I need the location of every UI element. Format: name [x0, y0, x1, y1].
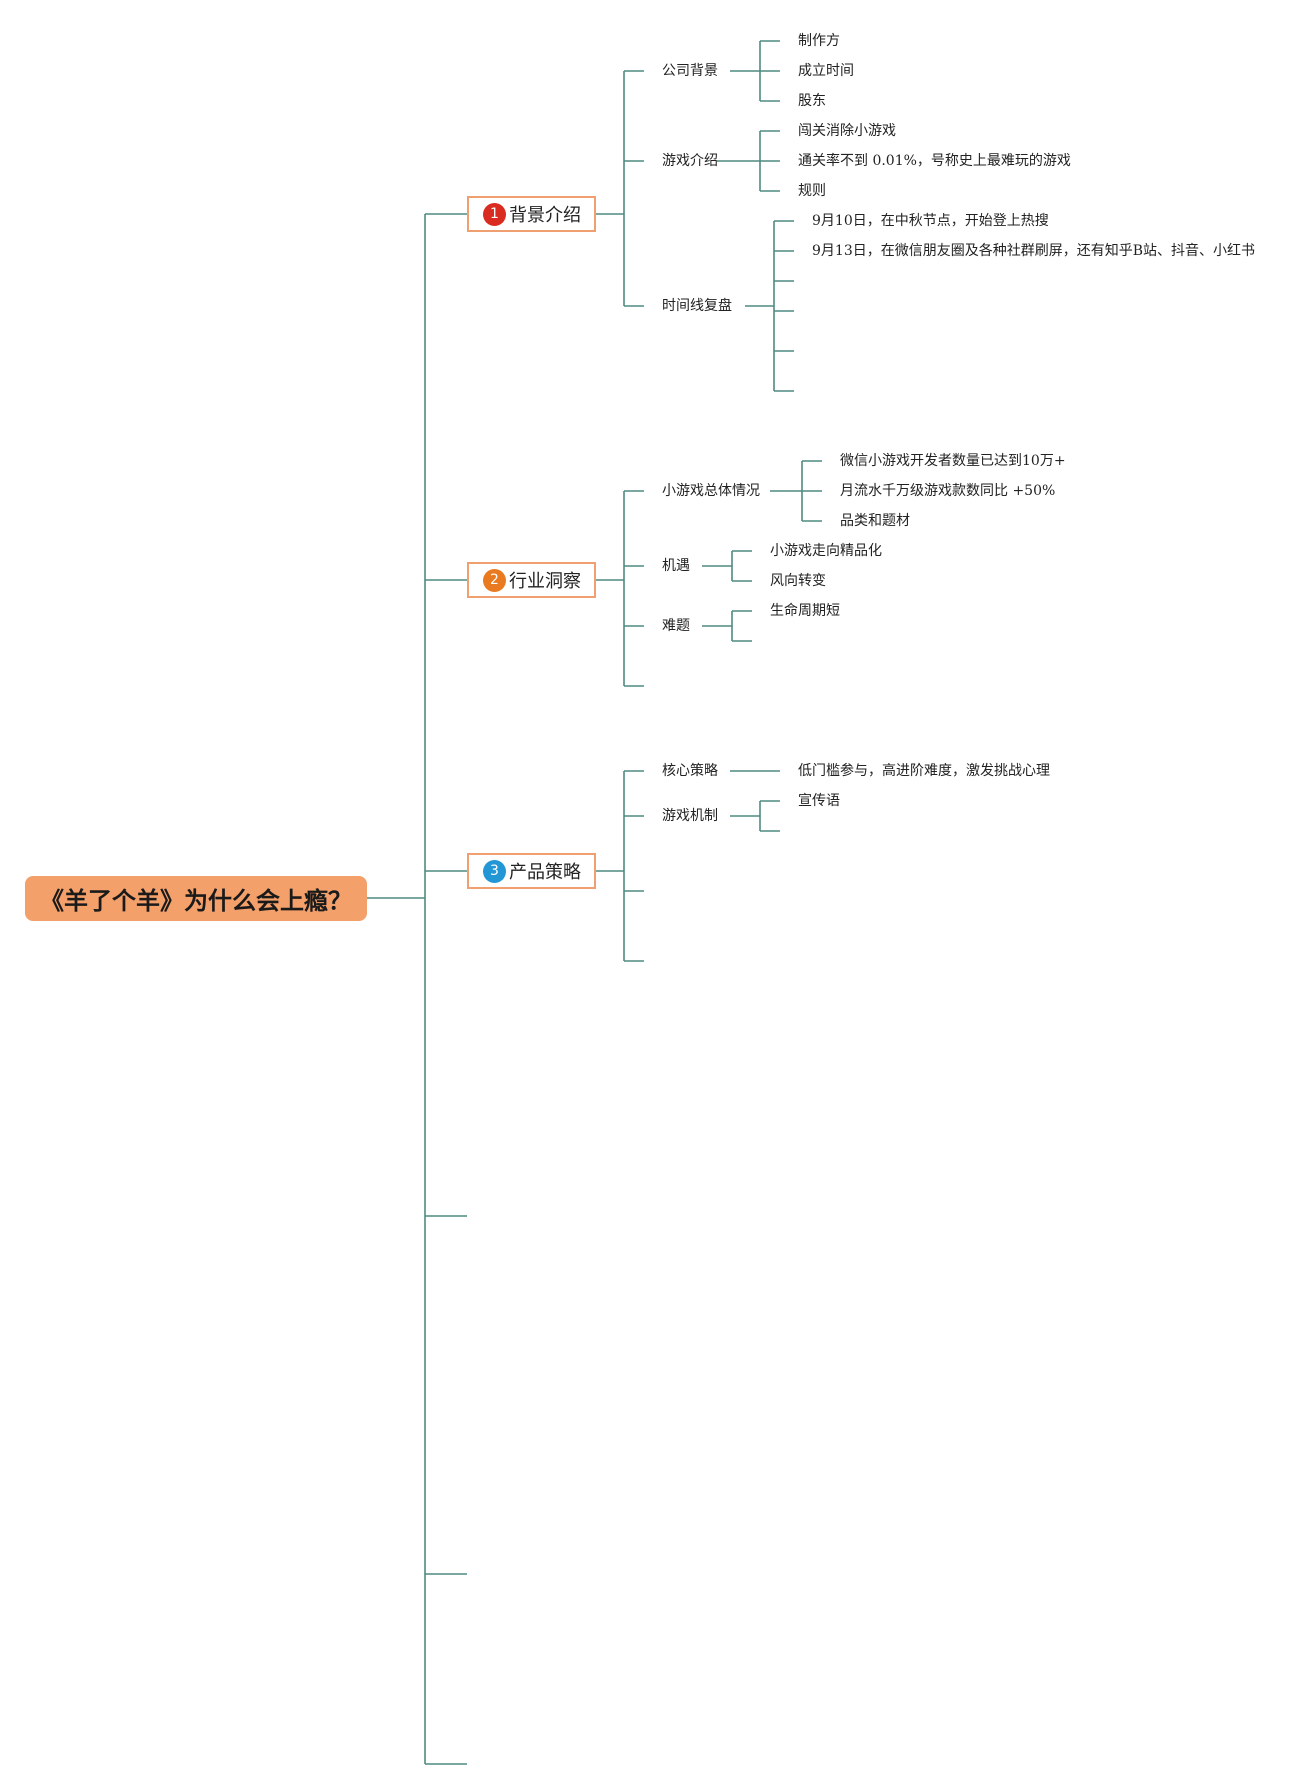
leaf-categories[interactable]: 品类和题材: [840, 513, 910, 529]
leaf-low-barrier[interactable]: 低门槛参与，高进阶难度，激发挑战心理: [798, 763, 1050, 779]
leaf-shareholders[interactable]: 股东: [798, 93, 826, 109]
leaf-rules[interactable]: 规则: [798, 183, 826, 199]
leaf-producer[interactable]: 制作方: [798, 33, 840, 49]
leaf-sep13[interactable]: 9月13日，在微信朋友圈及各种社群刷屏，还有知乎B站、抖音、小红书: [812, 243, 1256, 259]
root-title: 《羊了个羊》为什么会上瘾？: [40, 887, 352, 915]
section-node-product-strategy[interactable]: 3 产品策略: [467, 853, 596, 889]
leaf-short-lifecycle[interactable]: 生命周期短: [770, 603, 840, 619]
leaf-pass-rate[interactable]: 通关率不到 0.01%，号称史上最难玩的游戏: [798, 153, 1071, 169]
section-title: 行业洞察: [509, 571, 581, 592]
leaf-monthly-revenue[interactable]: 月流水千万级游戏款数同比 +50%: [840, 483, 1056, 499]
leaf-slogan[interactable]: 宣传语: [798, 793, 840, 809]
section-node-background[interactable]: 1 背景介绍: [467, 196, 596, 232]
leaf-sep10[interactable]: 9月10日，在中秋节点，开始登上热搜: [812, 213, 1049, 229]
topic-game-intro[interactable]: 游戏介绍: [662, 153, 718, 169]
section-number-badge: 2: [483, 568, 506, 592]
leaf-puzzle-game[interactable]: 闯关消除小游戏: [798, 123, 896, 139]
topic-challenge[interactable]: 难题: [662, 618, 690, 634]
leaf-founded-time[interactable]: 成立时间: [798, 63, 854, 79]
topic-company-background[interactable]: 公司背景: [662, 63, 718, 79]
root-node[interactable]: 《羊了个羊》为什么会上瘾？: [25, 876, 367, 921]
leaf-developer-count[interactable]: 微信小游戏开发者数量已达到10万+: [840, 453, 1066, 469]
topic-game-mechanism[interactable]: 游戏机制: [662, 808, 718, 824]
topic-core-strategy[interactable]: 核心策略: [662, 763, 718, 779]
section-node-industry-insight[interactable]: 2 行业洞察: [467, 562, 596, 598]
leaf-quality-trend[interactable]: 小游戏走向精品化: [770, 543, 882, 559]
section-number-badge: 1: [483, 202, 506, 226]
section-title: 产品策略: [509, 862, 581, 883]
section-title: 背景介绍: [509, 205, 581, 226]
leaf-trend-shift[interactable]: 风向转变: [770, 573, 826, 589]
topic-minigame-overview[interactable]: 小游戏总体情况: [662, 483, 760, 499]
section-number-badge: 3: [483, 859, 506, 883]
topic-opportunity[interactable]: 机遇: [662, 558, 690, 574]
topic-timeline-review[interactable]: 时间线复盘: [662, 298, 732, 314]
